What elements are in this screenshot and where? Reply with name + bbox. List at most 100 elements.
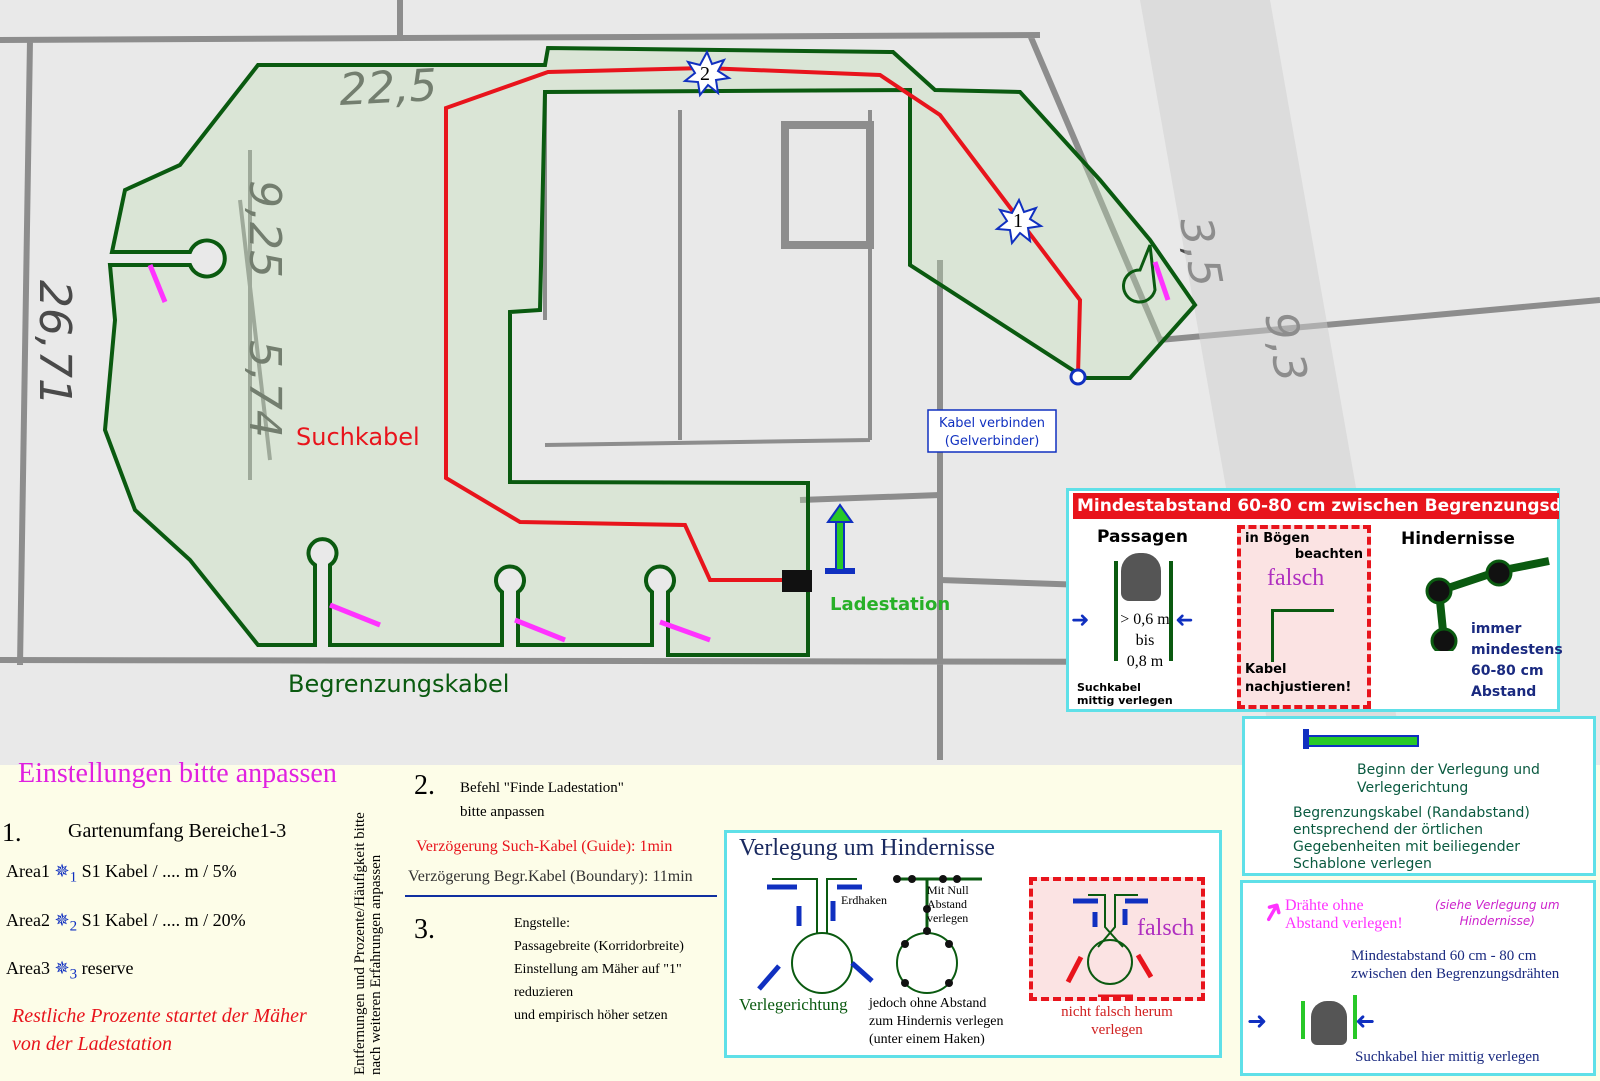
- verlegerichtung-label: Verlegerichtung: [739, 995, 848, 1014]
- mower-icon: [1311, 1001, 1347, 1045]
- svg-text:2: 2: [700, 63, 710, 85]
- legend-text: Mindestabstand 60 cm - 80 cm: [1351, 948, 1537, 964]
- legend-text: Hindernisse): [1459, 914, 1535, 928]
- area-list: Area1 ✵1 S1 Kabel / .... m / 5% Area2 ✵2…: [6, 850, 246, 996]
- legend-text: Gegebenheiten mit beiliegender: [1293, 839, 1521, 855]
- dim-text: 0,8 m: [1126, 653, 1164, 670]
- hindernisse-heading: Hindernisse: [1401, 529, 1515, 549]
- correct-laying-diagram: [757, 875, 982, 994]
- star-icon: ✵3: [54, 958, 78, 983]
- divider: [405, 895, 717, 897]
- svg-text:1: 1: [1013, 210, 1023, 232]
- guide-cable: [444, 65, 1083, 582]
- note-text: nachjustieren!: [1245, 680, 1352, 695]
- note-text: immer: [1471, 621, 1522, 637]
- legend-text: (siehe Verlegung um: [1435, 898, 1560, 912]
- delay-boundary: Verzögerung Begr.Kabel (Boundary): 11min: [408, 868, 693, 885]
- legend-text: Beginn der Verlegung und: [1357, 762, 1540, 778]
- wrong-loop-diagram: [1065, 894, 1153, 997]
- note-text: Entfernungen und Prozente/Häufigkeit bit…: [352, 812, 368, 1075]
- note-text: beachten: [1294, 547, 1363, 562]
- step-text: und empirisch höher setzen: [514, 1008, 668, 1023]
- suchkabel-label: Suchkabel: [296, 423, 420, 451]
- svg-text:9,25: 9,25: [239, 180, 290, 278]
- legend-text: entsprechend der örtlichen: [1293, 822, 1483, 838]
- legend-title: Mindestabstand 60-80 cm zwischen Begrenz…: [1073, 493, 1559, 519]
- step-number: 1.: [2, 818, 22, 847]
- note-text: Abstand: [1471, 684, 1537, 700]
- svg-text:Kabel verbinden: Kabel verbinden: [939, 416, 1045, 431]
- legend-text: Abstand verlegen!: [1285, 915, 1403, 932]
- connector-label: Kabel verbinden (Gelverbinder): [927, 409, 1057, 453]
- note-text: (unter einem Haken): [869, 1032, 985, 1047]
- step-text: reduzieren: [514, 985, 574, 1000]
- falsch-label: falsch: [1267, 565, 1325, 591]
- step-number: 2.: [414, 770, 435, 801]
- dim-text: > 0,6 m: [1120, 611, 1170, 628]
- note-text: Abstand: [927, 897, 967, 911]
- svg-text:5,74: 5,74: [239, 340, 290, 438]
- area-row: Area1 ✵1 S1 Kabel / .... m / 5%: [6, 861, 237, 886]
- note-text: mittig verlegen: [1077, 694, 1173, 707]
- legend-text: Suchkabel hier mittig verlegen: [1355, 1049, 1540, 1065]
- note-text: Restliche Prozente startet der Mäher: [12, 1005, 307, 1027]
- svg-text:(Gelverbinder): (Gelverbinder): [945, 434, 1040, 449]
- svg-text:26,71: 26,71: [29, 280, 80, 406]
- note-text: von der Ladestation: [12, 1033, 172, 1055]
- settings-title: Einstellungen bitte anpassen: [18, 758, 337, 789]
- falsch-label: falsch: [1137, 915, 1195, 941]
- note-text: mindestens: [1471, 642, 1563, 658]
- dim-text: 22,5: [338, 60, 439, 116]
- legend-text: Schablone verlegen: [1293, 856, 1432, 872]
- erdhaken-label: Erdhaken: [841, 893, 887, 907]
- legend-distance-box: Mindestabstand 60-80 cm zwischen Begrenz…: [1066, 488, 1563, 712]
- step-text: Einstellung am Mäher auf "1": [514, 962, 682, 977]
- legend-text: Begrenzungskabel (Randabstand): [1293, 805, 1530, 821]
- magenta-arrow-icons: [147, 261, 1171, 643]
- obstacles-box: Verlegung um Hindernisse Erdhaken Mit Nu…: [724, 830, 1222, 1058]
- star-icon: ✵2: [54, 909, 78, 935]
- vertical-note: Entfernungen und Prozente/Häufigkeit bit…: [352, 812, 384, 1075]
- arrow-right-icon: ➜: [1071, 607, 1090, 632]
- note-text: in Bögen: [1245, 531, 1310, 546]
- arrow-right-icon: ➜: [1247, 1009, 1268, 1035]
- star-1-icon: 1: [994, 197, 1044, 246]
- note-text: nicht falsch herum: [1061, 1004, 1173, 1020]
- obstacles-title: Verlegung um Hindernisse: [739, 835, 995, 861]
- passagen-heading: Passagen: [1097, 527, 1188, 547]
- wrong-bend-box: in Bögen beachten falsch Kabel nachjusti…: [1237, 525, 1371, 709]
- step-title: Gartenumfang Bereiche1-3: [68, 820, 287, 842]
- legend-start-box: Beginn der Verlegung und Verlegerichtung…: [1242, 716, 1596, 876]
- note-text: Mit Null: [927, 883, 969, 897]
- begrenzung-label: Begrenzungskabel: [288, 670, 509, 698]
- step-text: Passagebreite (Korridorbreite): [514, 939, 684, 954]
- note-text: 60-80 cm: [1471, 663, 1544, 679]
- area-row: Area3 ✵3 reserve: [6, 958, 134, 983]
- mower-icon: [1121, 553, 1161, 601]
- boundary-cable: [102, 45, 1198, 657]
- star-icon: ✵1: [54, 861, 78, 886]
- obstacles-icon: [1425, 557, 1550, 651]
- legend-wires-box: ➜ Drähte ohne Abstand verlegen! (siehe V…: [1240, 880, 1596, 1076]
- note-text: zum Hindernis verlegen: [869, 1014, 1004, 1029]
- arrow-left-icon: ➜: [1355, 1009, 1376, 1035]
- connector-icon: [1069, 368, 1087, 386]
- delay-guide: Verzögerung Such-Kabel (Guide): 1min: [416, 838, 673, 855]
- note-text: Suchkabel: [1077, 681, 1141, 694]
- legend-text: Verlegerichtung: [1357, 780, 1469, 796]
- legend-text: zwischen den Begrenzungsdrähten: [1351, 966, 1560, 982]
- step-number: 3.: [414, 914, 435, 945]
- star-2-icon: 2: [682, 49, 732, 98]
- note-text: nach weiteren Erfahrungen anpassen: [368, 854, 384, 1075]
- dim-text: bis: [1135, 632, 1155, 649]
- note-text: verlegen: [927, 911, 969, 925]
- legend-text: Drähte ohne: [1285, 897, 1364, 914]
- step-text: Engstelle:: [514, 916, 570, 931]
- area-row: Area2 ✵2 S1 Kabel / .... m / 20%: [6, 909, 246, 935]
- note-text: Kabel: [1245, 662, 1287, 677]
- step-text: Befehl "Finde Ladestation": [460, 780, 624, 796]
- wrong-obstacle-box: falsch: [1029, 877, 1205, 1001]
- arrow-left-icon: ➜: [1175, 607, 1194, 632]
- note-text: jedoch ohne Abstand: [869, 996, 987, 1011]
